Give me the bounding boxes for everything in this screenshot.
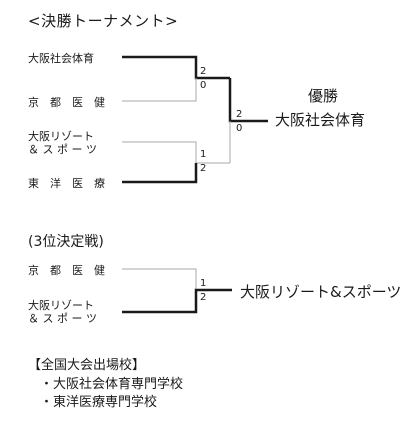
- third-team-osaka-resort-sports: 大阪リゾート ＆ ス ポ ー ツ: [28, 299, 97, 325]
- team-osaka-shakai-taiiku: 大阪社会体育: [28, 52, 94, 65]
- third-place-title: (3位決定戦): [28, 234, 104, 250]
- third-team-kyoto-iken: 京 都 医 健: [28, 264, 105, 277]
- semi2-bottom-score: 2: [200, 163, 207, 174]
- team-toyo-iryo: 東 洋 医 療: [28, 177, 105, 190]
- semi1-bottom-score: 0: [200, 80, 207, 91]
- third-place-winner: 大阪リゾート&スポーツ: [240, 283, 402, 301]
- bracket-line-lose: [122, 78, 197, 102]
- bracket-line-lose: [122, 141, 230, 164]
- bracket-line-win: [122, 55, 230, 80]
- nationals-school: ・東洋医療専門学校: [40, 395, 158, 410]
- nationals-school: ・大阪社会体育専門学校: [40, 377, 184, 392]
- team-osaka-resort-sports: 大阪リゾート ＆ ス ポ ー ツ: [28, 130, 97, 156]
- bracket-line-win: [122, 163, 198, 184]
- winner-heading: 優勝: [308, 87, 339, 105]
- team-kyoto-iken: 京 都 医 健: [28, 96, 105, 109]
- champion-name: 大阪社会体育: [275, 111, 366, 129]
- third-top-score: 1: [200, 278, 207, 289]
- bracket-line-win: [228, 78, 268, 123]
- bracket-line-lose: [122, 268, 197, 290]
- nationals-heading: 【全国大会出場校】: [28, 358, 146, 373]
- final-tournament-title: <決勝トーナメント>: [28, 12, 179, 30]
- final-bottom-score: 0: [236, 123, 243, 134]
- bracket-line-win: [122, 288, 232, 314]
- semi2-top-score: 1: [200, 149, 207, 160]
- final-top-score: 2: [236, 109, 243, 120]
- third-bottom-score: 2: [200, 292, 207, 303]
- semi1-top-score: 2: [200, 66, 207, 77]
